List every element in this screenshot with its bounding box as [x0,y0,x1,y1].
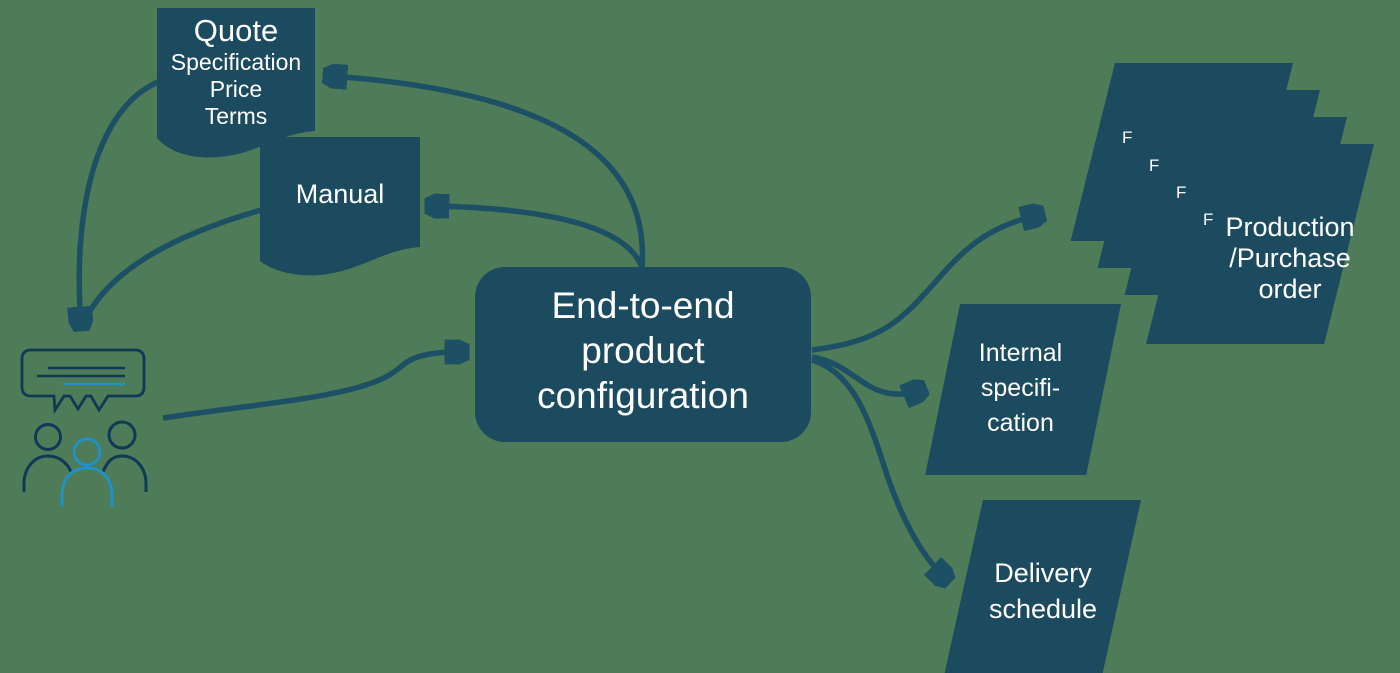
person-center-body [60,466,114,507]
end-to-end-configuration-box: End-to-end product configuration [475,267,811,442]
order-sheet-2-file-label: F [1149,156,1160,175]
arrow-config-to-manual [432,206,645,270]
end-to-end-configuration-label: End-to-end product configuration [537,285,749,416]
person-center-head [72,437,102,467]
manual-document-shape: Manual [260,137,420,287]
order-sheet-4-file-label: F [1203,210,1214,229]
arrow-config-to-delivery [811,357,945,578]
arrow-config-to-internal-spec [811,354,920,394]
discussion-people-icon [20,348,148,507]
person-left-body [22,454,73,492]
person-left-head [34,423,62,451]
speech-bubble-outline [20,348,146,415]
manual-document-outline [260,137,420,276]
arrow-customer-to-config [162,352,462,421]
order-sheet-1-file-label: F [1122,128,1133,147]
arrow-config-to-production [811,215,1038,353]
person-right-head [107,420,137,450]
arrow-manual-to-customer [83,207,262,320]
quote-document-outline [157,8,315,158]
arrow-quote-to-customer [79,79,160,324]
order-sheet-3-file-label: F [1176,183,1187,202]
person-right-body [101,454,148,492]
arrow-config-to-quote [330,76,646,269]
